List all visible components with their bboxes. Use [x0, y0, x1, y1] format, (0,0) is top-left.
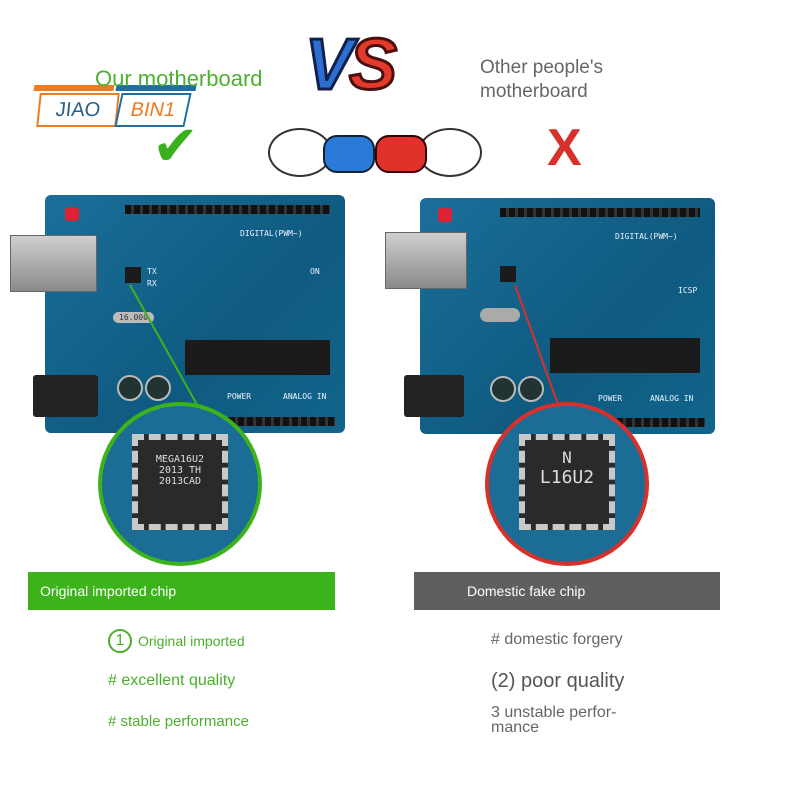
right-item-2: (2) poor quality: [491, 670, 625, 692]
other-motherboard-title: Other people's motherboard: [480, 56, 603, 104]
power-label: POWER: [227, 392, 252, 401]
chip-line1: MEGA16U2: [155, 454, 205, 465]
other-title-line1: Other people's: [480, 57, 603, 78]
fake-chip-zoom: N L16U2: [485, 402, 649, 566]
usb-port: [10, 235, 97, 292]
x-icon: X: [547, 119, 582, 177]
rx-label: RX: [147, 279, 157, 288]
icsp-label: ICSP: [678, 286, 698, 295]
left-item-1-text: Original imported: [138, 633, 245, 649]
usb-port: [385, 232, 467, 289]
fake-board: DIGITAL(PWM~) ICSP POWER ANALOG IN: [420, 198, 715, 434]
checkmark-icon: ✔: [152, 114, 199, 177]
power-label: POWER: [598, 394, 623, 403]
right-item-3: 3 unstable perfor- mance: [491, 704, 617, 736]
crystal-label: 16.000: [113, 312, 154, 323]
power-jack: [33, 375, 98, 417]
chip-line3: 2013CAD: [158, 476, 202, 487]
chip-line2: L16U2: [539, 467, 595, 488]
left-item-2: # excellent quality: [108, 672, 236, 689]
left-item-3: # stable performance: [108, 713, 249, 730]
original-chip-zoom: MEGA16U2 2013 TH 2013CAD: [98, 402, 262, 566]
fake-chip-banner: Domestic fake chip: [414, 572, 720, 610]
our-motherboard-title: Our motherboard: [95, 66, 263, 91]
other-title-line2: motherboard: [480, 81, 588, 102]
boxing-gloves-icon: [268, 120, 482, 190]
digital-label: DIGITAL(PWM~): [240, 229, 303, 238]
digital-label: DIGITAL(PWM~): [615, 232, 678, 241]
left-item-1: 1 Original imported: [108, 629, 245, 653]
vs-title: VS: [303, 24, 398, 107]
analog-label: ANALOG IN: [650, 394, 694, 403]
original-chip-banner: Original imported chip: [28, 572, 335, 610]
number-one-badge: 1: [108, 629, 132, 653]
analog-label: ANALOG IN: [283, 392, 327, 401]
right-item-1: # domestic forgery: [491, 631, 623, 648]
chip-line1: N: [562, 448, 572, 467]
on-label: ON: [310, 267, 320, 276]
power-jack: [404, 375, 464, 417]
chip-line2: 2013 TH: [158, 465, 202, 476]
tx-label: TX: [147, 267, 157, 276]
